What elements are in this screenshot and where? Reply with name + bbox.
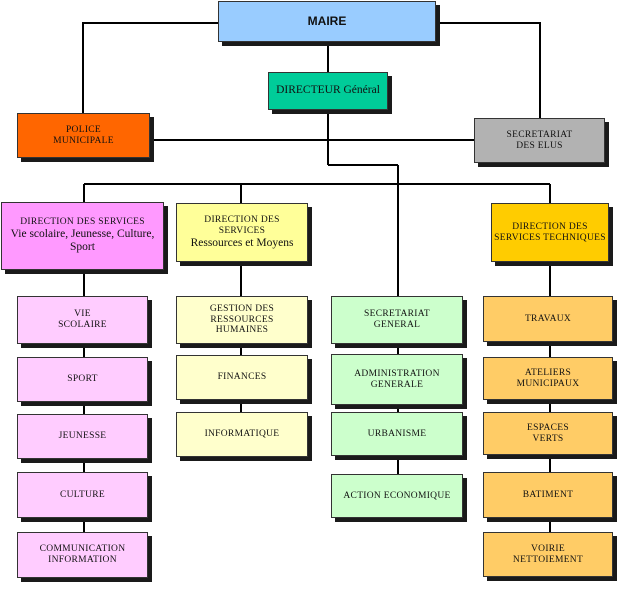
directeur-label: DIRECTEUR Général bbox=[276, 84, 380, 97]
administration-generale-label-2: GENERALE bbox=[370, 379, 424, 390]
sport-box: SPORT bbox=[17, 357, 148, 402]
ateliers-municipaux-label-2: MUNICIPAUX bbox=[516, 378, 580, 389]
maire-label: MAIRE bbox=[307, 13, 347, 28]
batiment-label: BATIMENT bbox=[522, 489, 574, 500]
espaces-verts-label-2: VERTS bbox=[532, 433, 564, 444]
secretariat-elus-label-2: DES ELUS bbox=[516, 140, 563, 151]
police-label-2: MUNICIPALE bbox=[53, 135, 114, 146]
gestion-rh-label-3: HUMAINES bbox=[215, 325, 269, 336]
urbanisme-box: URBANISME bbox=[331, 412, 463, 456]
direction-vie-scolaire-sub: Vie scolaire, Jeunesse, Culture, bbox=[10, 228, 155, 241]
direction-techniques-title-1: DIRECTION DES bbox=[512, 221, 588, 232]
ateliers-municipaux-box: ATELIERS MUNICIPAUX bbox=[483, 357, 613, 400]
direction-ressources-title-1: DIRECTION DES bbox=[204, 214, 280, 225]
finances-label: FINANCES bbox=[217, 372, 267, 383]
direction-ressources-title-2: SERVICES bbox=[218, 225, 266, 236]
gestion-rh-label-2: RESSOURCES bbox=[210, 314, 274, 325]
communication-box: COMMUNICATION INFORMATION bbox=[17, 532, 148, 578]
secretariat-general-label-2: GENERAL bbox=[373, 320, 421, 330]
direction-vie-scolaire-box: DIRECTION DES SERVICES Vie scolaire, Jeu… bbox=[1, 202, 164, 270]
culture-label: CULTURE bbox=[59, 489, 106, 500]
voirie-nettoiement-label-2: NETTOIEMENT bbox=[512, 554, 584, 565]
direction-vie-scolaire-title: DIRECTION DES SERVICES bbox=[20, 217, 145, 228]
voirie-nettoiement-label-1: VOIRIE bbox=[531, 543, 565, 554]
direction-ressources-sub: Ressources et Moyens bbox=[190, 236, 294, 249]
vie-scolaire-label-1: VIE bbox=[74, 309, 91, 320]
informatique-box: INFORMATIQUE bbox=[176, 412, 308, 457]
espaces-verts-box: ESPACES VERTS bbox=[483, 412, 613, 455]
informatique-label: INFORMATIQUE bbox=[204, 429, 280, 440]
vie-scolaire-label-2: SCOLAIRE bbox=[58, 320, 107, 330]
sport-label: SPORT bbox=[67, 374, 98, 385]
voirie-nettoiement-box: VOIRIE NETTOIEMENT bbox=[483, 532, 613, 577]
secretariat-elus-box: SECRETARIAT DES ELUS bbox=[474, 118, 605, 163]
direction-ressources-box: DIRECTION DES SERVICES Ressources et Moy… bbox=[176, 203, 308, 262]
police-box: POLICE MUNICIPALE bbox=[17, 113, 150, 158]
secretariat-general-label-1: SECRETARIAT bbox=[364, 309, 430, 320]
administration-generale-label-1: ADMINISTRATION bbox=[354, 368, 440, 379]
action-economique-label: ACTION ECONOMIQUE bbox=[343, 490, 451, 501]
batiment-box: BATIMENT bbox=[483, 472, 613, 518]
action-economique-box: ACTION ECONOMIQUE bbox=[331, 474, 463, 518]
direction-techniques-title-2: SERVICES TECHNIQUES bbox=[494, 232, 606, 243]
finances-box: FINANCES bbox=[176, 355, 308, 400]
direction-techniques-box: DIRECTION DES SERVICES TECHNIQUES bbox=[491, 203, 609, 262]
ateliers-municipaux-label-1: ATELIERS bbox=[524, 367, 572, 378]
gestion-rh-box: GESTION DES RESSOURCES HUMAINES bbox=[176, 296, 308, 344]
vie-scolaire-box: VIE SCOLAIRE bbox=[17, 296, 148, 344]
urbanisme-label: URBANISME bbox=[367, 428, 427, 439]
secretariat-general-box: SECRETARIAT GENERAL bbox=[331, 296, 463, 344]
administration-generale-box: ADMINISTRATION GENERALE bbox=[331, 354, 463, 405]
travaux-label: TRAVAUX bbox=[524, 313, 572, 324]
jeunesse-box: JEUNESSE bbox=[17, 414, 148, 459]
communication-label-2: INFORMATION bbox=[48, 555, 117, 565]
police-label-1: POLICE bbox=[65, 124, 102, 135]
travaux-box: TRAVAUX bbox=[483, 296, 613, 342]
gestion-rh-label-1: GESTION DES bbox=[209, 303, 275, 314]
jeunesse-label: JEUNESSE bbox=[58, 431, 107, 442]
maire-box: MAIRE bbox=[218, 1, 436, 42]
communication-label-1: COMMUNICATION bbox=[39, 544, 126, 555]
secretariat-elus-label-1: SECRETARIAT bbox=[506, 129, 573, 140]
culture-box: CULTURE bbox=[17, 472, 148, 518]
direction-vie-scolaire-sub2: Sport bbox=[70, 241, 95, 254]
directeur-box: DIRECTEUR Général bbox=[268, 72, 388, 110]
espaces-verts-label-1: ESPACES bbox=[527, 422, 569, 433]
